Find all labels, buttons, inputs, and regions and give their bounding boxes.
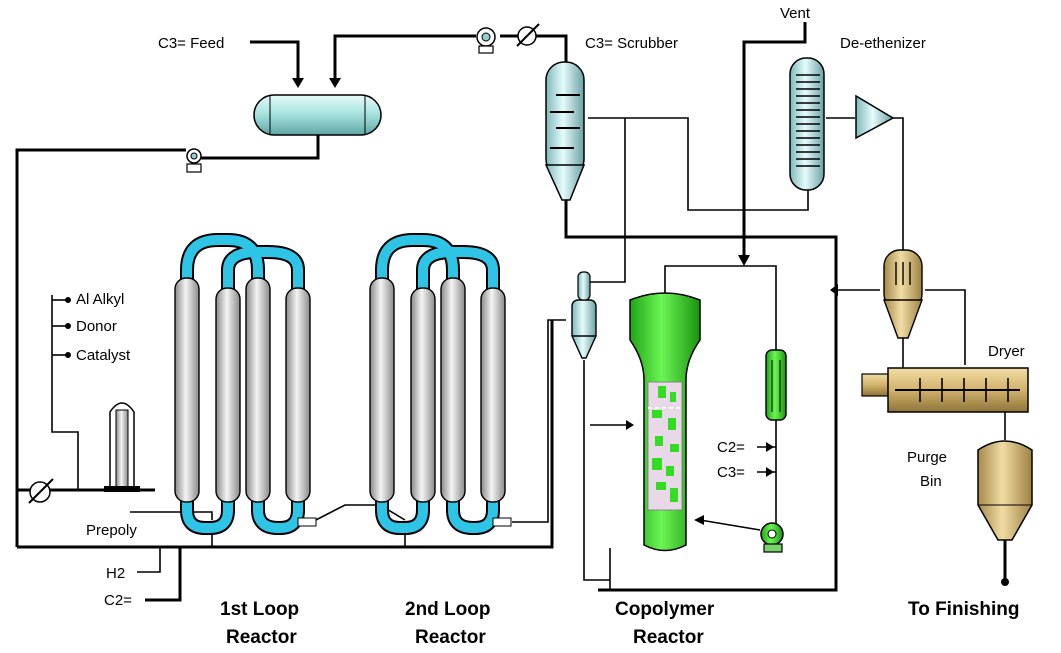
label-loop2-line2: Reactor — [415, 627, 486, 648]
label-al-alkyl: Al Alkyl — [76, 291, 124, 308]
copolymer-reactor — [629, 292, 701, 552]
cooler-exchanger — [765, 349, 787, 421]
valve-icon — [516, 23, 540, 47]
label-de-ethenizer: De-ethenizer — [840, 35, 926, 52]
pump-icon — [476, 27, 496, 54]
label-purge-line1: Purge — [907, 449, 947, 466]
de-ethenizer-column — [789, 57, 825, 191]
label-loop1-line1: 1st Loop — [220, 599, 299, 620]
label-vent: Vent — [780, 5, 811, 22]
feed-drum — [253, 94, 382, 136]
cyclone-separator — [882, 249, 924, 339]
label-loop1-line2: Reactor — [226, 627, 297, 648]
pump-icon — [186, 148, 202, 173]
scrubber-column — [544, 61, 586, 201]
purge-bin — [977, 440, 1033, 541]
label-copolymer-line1: Copolymer — [615, 599, 715, 620]
label-c3-scrubber: C3= Scrubber — [585, 35, 678, 52]
label-donor: Donor — [76, 318, 117, 335]
label-to-finishing: To Finishing — [908, 599, 1020, 620]
label-copolymer-line2: Reactor — [633, 627, 704, 648]
second-loop-reactor — [369, 233, 512, 535]
label-c3-right: C3= — [717, 464, 745, 481]
flash-drum-icon — [570, 271, 598, 359]
compressor-icon — [855, 94, 895, 140]
dryer — [861, 367, 1029, 413]
first-loop-reactor — [174, 233, 317, 535]
label-catalyst: Catalyst — [76, 347, 131, 364]
label-c2-bottom: C2= — [104, 592, 132, 609]
label-c2-right: C2= — [717, 439, 745, 456]
label-prepoly: Prepoly — [86, 522, 137, 539]
label-c3-feed: C3= Feed — [158, 35, 224, 52]
label-dryer: Dryer — [988, 343, 1025, 360]
pump-icon — [760, 522, 784, 553]
label-purge-line2: Bin — [920, 473, 942, 490]
prepoly-reactor — [104, 402, 140, 492]
valve-icon — [28, 478, 54, 504]
label-loop2-line1: 2nd Loop — [405, 599, 490, 620]
labels: C3= Feed C3= Scrubber Vent De-ethenizer … — [76, 5, 1025, 648]
label-h2: H2 — [106, 565, 125, 582]
